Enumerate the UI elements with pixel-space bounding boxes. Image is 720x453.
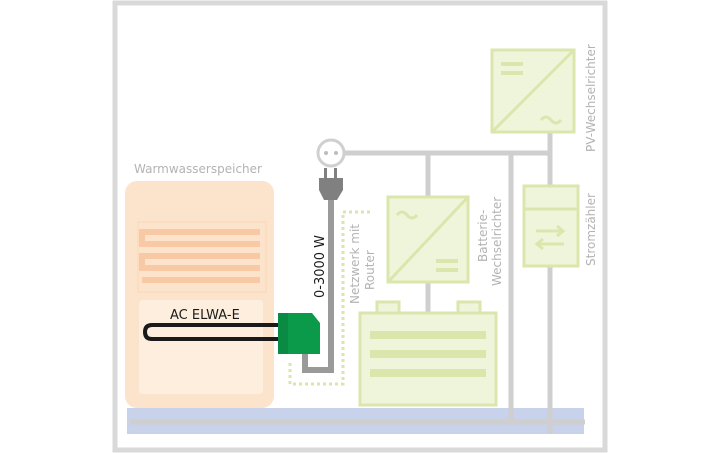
storage-tank-label: Warmwasserspeicher <box>134 162 262 176</box>
device-label: AC ELWA-E <box>170 308 240 323</box>
pv-inverter-label: PV-Wechselrichter <box>584 44 598 152</box>
power-cable <box>302 200 334 373</box>
battery-icon <box>358 300 498 407</box>
battery-inverter <box>386 195 470 284</box>
heating-rod <box>142 323 285 341</box>
network-cable <box>288 210 370 386</box>
plug-icon <box>319 168 343 200</box>
battery-inverter-label-line1: Batterie- <box>476 210 490 262</box>
pv-inverter <box>490 48 576 134</box>
network-label-line1: Netzwerk mit <box>348 224 362 304</box>
battery-inverter-label-line2: Wechselrichter <box>490 197 504 286</box>
ac-elwa-e-device <box>278 313 320 354</box>
meter-label: Stromzähler <box>584 193 598 266</box>
network-label-line2: Router <box>363 250 377 290</box>
electricity-meter <box>522 184 580 268</box>
outer-frame <box>112 0 608 453</box>
hot-water-tank <box>125 181 274 408</box>
power-range-label: 0-3000 W <box>313 235 328 298</box>
socket-icon <box>316 138 346 168</box>
wiring <box>130 130 585 434</box>
